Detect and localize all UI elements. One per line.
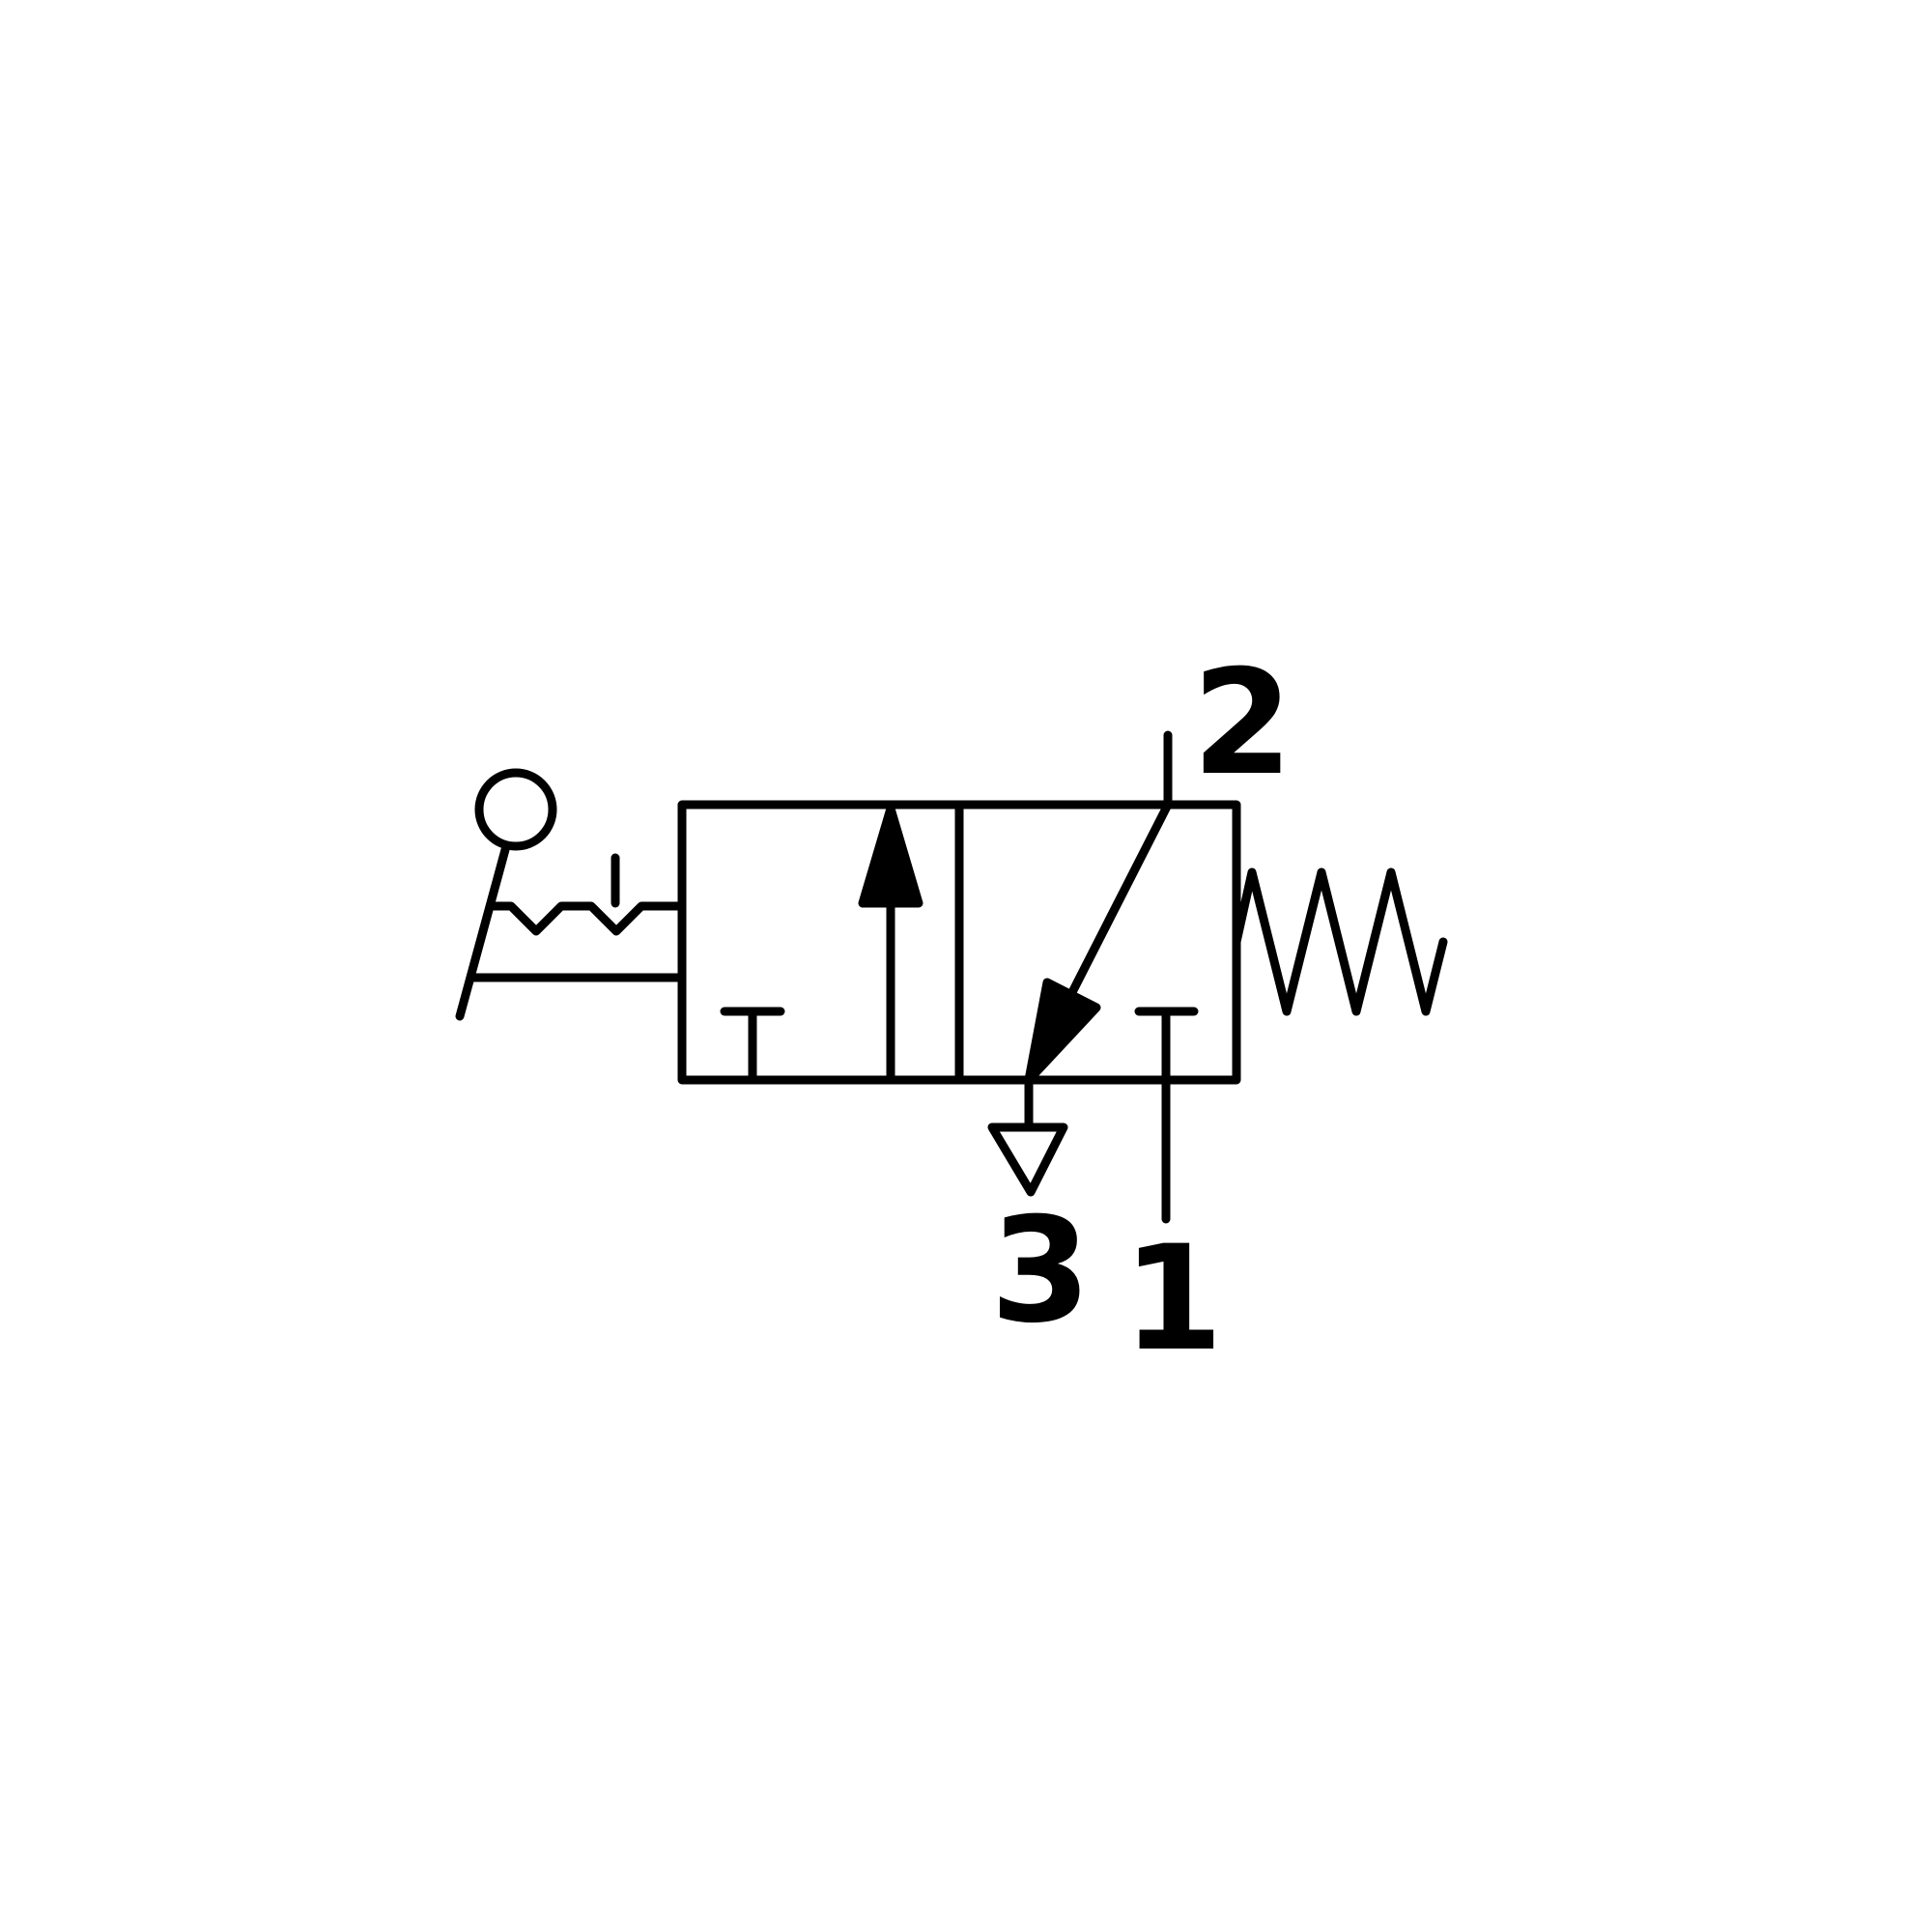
right-position <box>1024 800 1199 1085</box>
roller-icon <box>474 768 557 851</box>
lever-arm <box>455 841 511 1021</box>
detent-notch-icon <box>487 901 687 936</box>
blocked-port-left-icon <box>720 1007 785 1085</box>
flow-arrow-diagonal-icon <box>1024 978 1101 1085</box>
flow-path-diagonal <box>1063 800 1173 1007</box>
left-position <box>720 804 923 1085</box>
port-3-label: 3 <box>990 1187 1091 1355</box>
flow-arrow-up-icon <box>858 804 923 908</box>
valve-body <box>677 800 1241 1085</box>
roller-lever-icon <box>455 768 687 1021</box>
blocked-port-right-icon <box>1134 1007 1199 1085</box>
exhaust-triangle-icon <box>987 1122 1068 1197</box>
spring-return-icon <box>1232 867 1448 1016</box>
port-labels: 2 3 1 <box>990 639 1293 1383</box>
port-lines <box>987 730 1173 1224</box>
port-1-label: 1 <box>1122 1215 1223 1383</box>
port-2-label: 2 <box>1192 639 1293 808</box>
